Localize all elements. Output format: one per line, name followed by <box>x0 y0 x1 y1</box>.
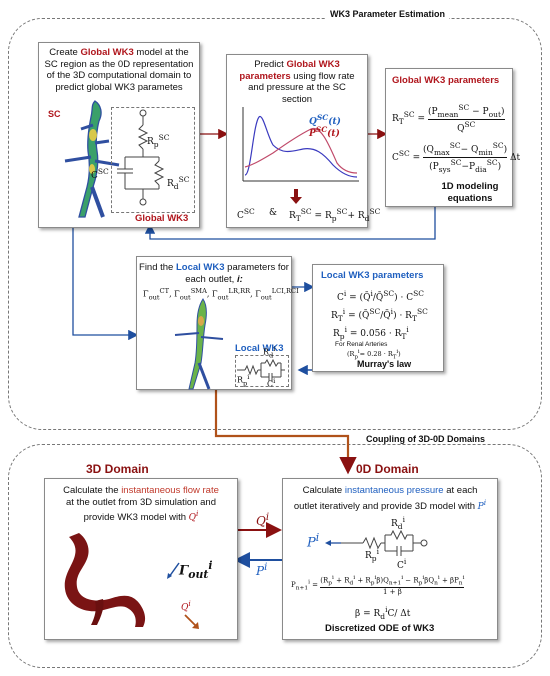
d3-line2: at the outlet from 3D simulation and <box>66 496 216 508</box>
arrow-box3-feedback <box>144 205 436 240</box>
d0-ode: Pn+1i = (Rpi + Rdi + Rpiβ)Qn+1i − RpiβQn… <box>291 575 465 596</box>
gamma-out-label: Γouti <box>179 559 213 581</box>
q-sc-legend: QSC(t) <box>309 113 341 127</box>
d0-text-a: Calculate <box>302 485 345 496</box>
box3-title: Global WK3 parameters <box>392 75 500 86</box>
box5-eq3: Rpi = 0.056 · RTi <box>333 325 409 341</box>
d3-qi: Qi <box>188 509 199 523</box>
coupling-frame <box>8 444 542 668</box>
box5-footer: Murray's law <box>357 359 412 369</box>
box2-line4: section <box>281 93 313 105</box>
box4-local-wk3: Local WK3 <box>175 262 225 273</box>
global-wk3-dashed-region <box>111 107 195 213</box>
d0-line2: outlet iteratively and provide 3D model … <box>293 500 478 512</box>
arrow-box1-box4 <box>72 226 139 341</box>
box2-text-a: Predict <box>254 59 287 70</box>
aorta-model-image <box>64 100 120 218</box>
vessel-3d-image <box>64 533 146 627</box>
d0-footer: Discretized ODE of WK3 <box>325 623 435 634</box>
box4-line2-i: i: <box>236 273 243 285</box>
box2-text-b: using flow rate <box>290 70 355 82</box>
box5-renal-eq: (Rpi= 0.28 · RTi) <box>347 349 401 361</box>
rp-sc-label: RpSC <box>147 133 170 149</box>
local-wk3-circuit <box>237 358 285 381</box>
box5-title: Local WK3 parameters <box>321 270 424 281</box>
p-sc-curve <box>244 127 358 174</box>
box2-amp: & <box>269 208 278 218</box>
domain3d-title: 3D Domain <box>86 462 149 476</box>
arrow-p-label: Pi <box>256 562 268 578</box>
box1-line2: SC region as the 0D representation <box>44 58 194 70</box>
outflow-arrow-icon <box>184 614 199 629</box>
d0-circuit <box>325 529 428 556</box>
d0-rd: Rdi <box>391 515 405 531</box>
down-arrow-icon <box>290 189 302 204</box>
d3-text-a: Calculate the <box>63 485 122 496</box>
local-wk3-finder-box: Find the Local WK3 parameters for each o… <box>136 256 299 390</box>
d3-flow-rate: instantaneous flow rate <box>121 485 219 496</box>
box1-line3: of the 3D computational domain to <box>46 70 192 81</box>
box1-text-a: Create <box>49 47 81 58</box>
local-wk3-dashed-region <box>235 355 289 387</box>
box3-footer: 1D modeling equations <box>430 181 510 204</box>
arrow-box4-0d <box>214 388 357 475</box>
global-wk3-parameters-box: Global WK3 parameters RTSC = (PmeanSC − … <box>385 68 520 207</box>
box3-footer1: 1D modeling <box>441 181 499 192</box>
box1-text-c: model at the <box>133 47 189 58</box>
box1-line4: predict global WK3 parametes <box>55 81 183 93</box>
box4-c: Ci <box>267 377 276 389</box>
box2-rt-eq: RTSC = RpSC+ RdSC <box>289 207 381 223</box>
box2-c-sc: CSC <box>237 207 255 221</box>
d3-line3: provide WK3 model with <box>83 512 189 523</box>
predict-global-params-box: Predict Global WK3 parameters using flow… <box>226 54 380 228</box>
d0-c: Ci <box>397 557 407 571</box>
d0-pressure: instantaneous pressure <box>344 485 444 496</box>
box4-rp: Rpi <box>237 373 250 388</box>
global-wk3-model-box: Create Global WK3 model at the SC region… <box>38 42 200 228</box>
coupling-title: Coupling of 3D-0D Domains <box>362 434 489 444</box>
box3-eq-c: CSC = (QmaxSC− QminSC) (PsysSC−PdiaSC) Δ… <box>392 141 521 174</box>
arrow-q-label: Qi <box>256 512 270 528</box>
d0-text-c: at each <box>443 485 478 496</box>
domain0d-title: 0D Domain <box>356 462 419 476</box>
box4-text-c: parameters for <box>224 262 289 273</box>
box5-eq2: RTi = (Q̄SC/Q̄i) · RTSC <box>331 307 428 323</box>
d0-pi: Pi <box>477 497 487 512</box>
box5-eq1: Ci = (Q̄i/Q̄SC) · CSC <box>337 289 425 303</box>
domain0d-box: Calculate instantaneous pressure at each… <box>282 478 498 640</box>
box4-line2: each outlet, <box>185 273 237 285</box>
gamma-arrow-icon <box>167 562 180 579</box>
sc-label: SC <box>48 109 61 119</box>
box4-text-a: Find the <box>139 262 176 273</box>
d3-qi-bottom: Qi <box>181 599 191 613</box>
box2-line3: and pressure at the SC <box>248 82 346 93</box>
box2-global-wk3: Global WK3 <box>286 59 340 70</box>
d0-rp: Rpi <box>365 547 379 563</box>
d0-pi-out: Pi <box>307 531 320 551</box>
box3-eq-r: RTSC = (PmeanSC − Pout) QSC <box>392 103 505 134</box>
wk3-circuit-diagram <box>117 109 165 206</box>
d0-beta: β = RdiC/ Δt <box>355 605 411 621</box>
box4-outlets: ΓoutCT, ΓoutSMA, ΓoutLR,RR, ΓoutLCI,RCI <box>143 287 299 302</box>
flow-pressure-plot <box>242 107 359 182</box>
aorta-outlets-image <box>174 298 224 390</box>
q-sc-curve <box>244 116 358 178</box>
local-wk3-parameters-box: Local WK3 parameters Ci = (Q̄i/Q̄SC) · C… <box>312 264 444 372</box>
global-wk3-label: Global WK3 <box>135 213 189 224</box>
c-sc-label: CSC <box>91 167 109 181</box>
p-sc-legend: PSC(t) <box>309 125 340 139</box>
box3-footer2: equations <box>447 192 493 204</box>
wk3-estimation-title: WK3 Parameter Estimation <box>326 9 450 19</box>
box2-parameters: parameters <box>239 70 291 82</box>
domain3d-box: Calculate the instantaneous flow rate at… <box>44 478 238 640</box>
box4-rd: Rdi <box>263 345 276 360</box>
rd-sc-label: RdSC <box>167 175 190 191</box>
wk3-estimation-frame <box>8 18 542 430</box>
local-wk3-label: Local WK3 <box>235 343 284 354</box>
box5-renal: For Renal Arteries <box>335 341 388 348</box>
box1-global-wk3: Global WK3 <box>80 47 134 58</box>
